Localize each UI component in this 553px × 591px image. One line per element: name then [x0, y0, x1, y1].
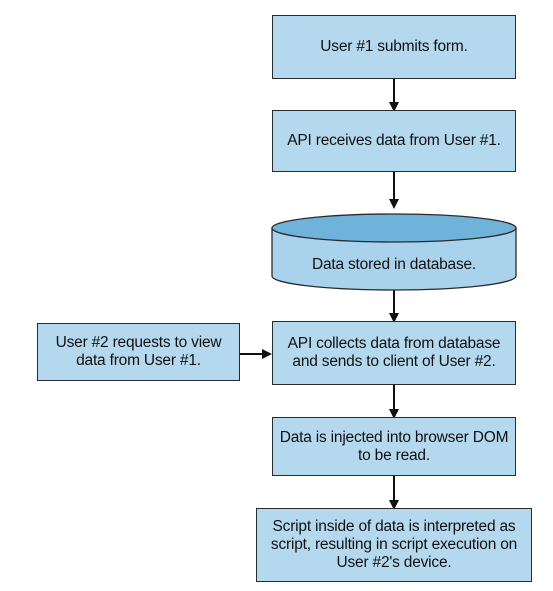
node-user2-request: User #2 requests to view data from User …: [37, 323, 240, 381]
node-script-exec: Script inside of data is interpreted as …: [256, 508, 532, 582]
node-script-exec-label: Script inside of data is interpreted as …: [270, 518, 518, 571]
node-api-collects-label: API collects data from database and send…: [287, 335, 501, 370]
node-dom-inject: Data is injected into browser DOM to be …: [272, 417, 516, 476]
database-cylinder: [271, 213, 517, 291]
node-api-receives-label: API receives data from User #1.: [287, 132, 501, 149]
node-api-receives: API receives data from User #1.: [272, 110, 516, 172]
node-api-collects: API collects data from database and send…: [272, 321, 516, 385]
database-cylinder-top: [271, 213, 517, 243]
node-database-label: Data stored in database.: [311, 256, 477, 273]
node-submit-form: User #1 submits form.: [272, 15, 516, 79]
node-submit-form-label: User #1 submits form.: [320, 38, 468, 55]
node-dom-inject-label: Data is injected into browser DOM to be …: [279, 428, 509, 464]
node-user2-request-label: User #2 requests to view data from User …: [55, 334, 222, 369]
database-cylinder-body: [271, 227, 517, 291]
